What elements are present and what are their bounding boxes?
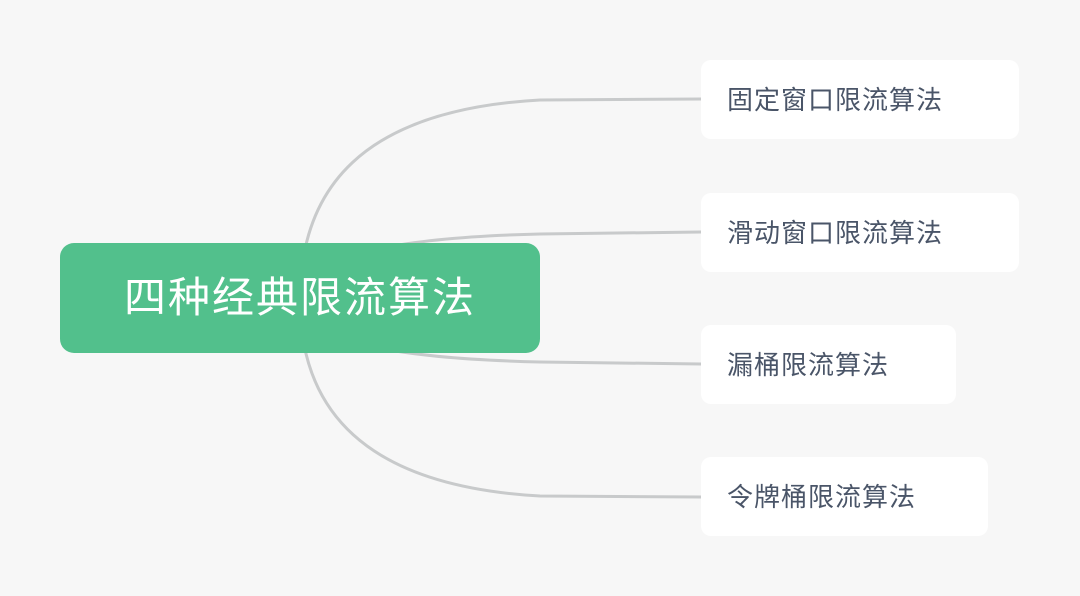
mindmap-root-node[interactable]: 四种经典限流算法 [60, 243, 540, 353]
mindmap-child-node-sliding-window[interactable]: 滑动窗口限流算法 [701, 193, 1019, 272]
root-node-label: 四种经典限流算法 [123, 274, 476, 321]
mindmap-child-node-fixed-window[interactable]: 固定窗口限流算法 [701, 60, 1019, 139]
child-node-label: 固定窗口限流算法 [727, 84, 944, 115]
child-node-label: 漏桶限流算法 [727, 349, 890, 380]
child-node-label: 令牌桶限流算法 [727, 481, 917, 512]
mindmap-child-node-leaky-bucket[interactable]: 漏桶限流算法 [701, 325, 956, 404]
child-node-label: 滑动窗口限流算法 [727, 217, 944, 248]
mindmap-child-node-token-bucket[interactable]: 令牌桶限流算法 [701, 457, 988, 536]
